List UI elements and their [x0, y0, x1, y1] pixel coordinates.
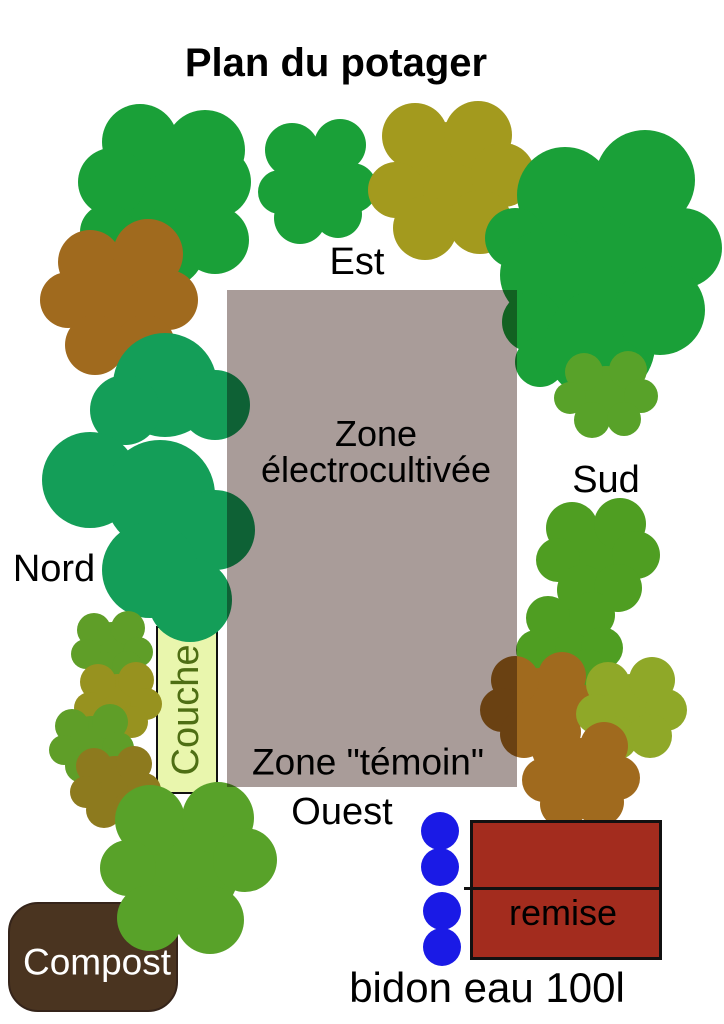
blob — [615, 265, 705, 355]
blob — [574, 402, 610, 438]
blob — [421, 812, 459, 850]
blob — [148, 558, 232, 642]
shed-label: remise — [508, 892, 618, 934]
blob — [213, 828, 277, 892]
blob — [181, 206, 249, 274]
blob — [423, 892, 461, 930]
direction-label-sud: Sud — [572, 459, 640, 502]
blob — [576, 778, 624, 826]
compost-label: Compost — [22, 941, 172, 983]
blob — [314, 119, 366, 171]
blob — [421, 848, 459, 886]
blob — [265, 123, 319, 177]
blob — [117, 885, 183, 951]
direction-label-ouest: Ouest — [291, 791, 393, 834]
electroculture-zone-label-line2: électrocultivée — [260, 449, 492, 490]
blob — [382, 103, 448, 169]
water-barrel-label: bidon eau 100l — [349, 963, 625, 1011]
electroculture-zone-label-line1: Zone — [334, 413, 418, 454]
direction-label-est: Est — [329, 241, 385, 284]
blob — [393, 196, 457, 260]
blob — [314, 190, 362, 238]
electroculture-zone-label: Zone électrocultivée — [261, 416, 491, 488]
shed-rect — [470, 820, 662, 960]
blob — [628, 714, 672, 758]
control-zone-label: Zone "témoin" — [252, 741, 484, 783]
page-title: Plan du potager — [184, 41, 488, 85]
blob — [423, 928, 461, 966]
blob — [607, 402, 641, 436]
electroculture-zone-rect — [227, 290, 517, 787]
direction-label-nord: Nord — [12, 548, 96, 591]
shed-divider-line — [464, 887, 662, 890]
blob — [176, 886, 244, 954]
